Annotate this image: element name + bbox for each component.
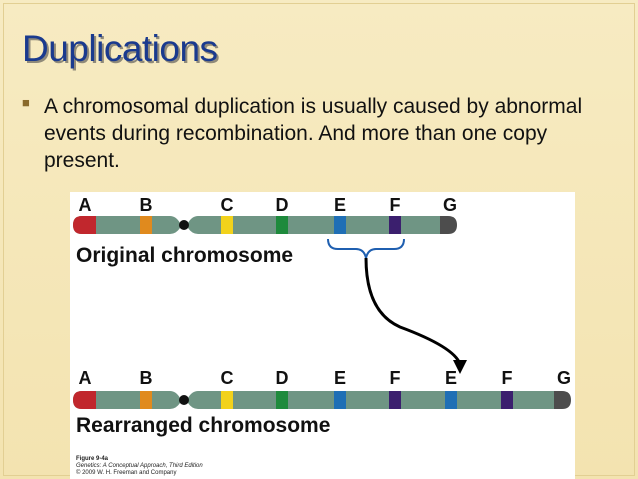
original-band-d-3 bbox=[276, 216, 288, 234]
rearranged-gene-label-f-5: F bbox=[390, 368, 401, 388]
figure-caption: Figure 9-4a Genetics: A Conceptual Appro… bbox=[76, 456, 203, 477]
rearranged-band-f-5 bbox=[389, 391, 401, 409]
rearranged-band-a-0 bbox=[73, 391, 96, 409]
rearranged-chromosome-body bbox=[73, 391, 562, 409]
original-band-e-4 bbox=[334, 216, 346, 234]
original-band-f-5 bbox=[389, 216, 401, 234]
original-gene-label-a-0: A bbox=[79, 195, 92, 215]
rearranged-band-g-8 bbox=[554, 391, 571, 409]
rearranged-gene-label-c-2: C bbox=[221, 368, 234, 388]
original-chromosome bbox=[73, 216, 448, 234]
original-band-a-0 bbox=[73, 216, 96, 234]
original-centromere bbox=[179, 220, 189, 230]
original-band-c-2 bbox=[221, 216, 233, 234]
original-band-g-6 bbox=[440, 216, 457, 234]
original-gene-label-e-4: E bbox=[334, 195, 346, 215]
rearranged-band-e-4 bbox=[334, 391, 346, 409]
rearranged-band-b-1 bbox=[140, 391, 152, 409]
rearranged-chromosome-label: Rearranged chromosome bbox=[76, 414, 330, 437]
rearranged-chromosome bbox=[73, 391, 562, 409]
caption-book: Genetics: A Conceptual Approach, Third E… bbox=[76, 463, 203, 469]
rearranged-band-e-6 bbox=[445, 391, 457, 409]
original-chromosome-body bbox=[73, 216, 448, 234]
rearranged-band-d-3 bbox=[276, 391, 288, 409]
duplication-bracket bbox=[327, 238, 405, 259]
rearranged-gene-label-f-7: F bbox=[502, 368, 513, 388]
original-gene-label-d-3: D bbox=[276, 195, 289, 215]
rearranged-band-f-7 bbox=[501, 391, 513, 409]
rearranged-centromere bbox=[179, 395, 189, 405]
duplication-arrow bbox=[364, 257, 462, 365]
rearranged-gene-label-g-8: G bbox=[557, 368, 571, 388]
chromosome-figure: A B C D E F G Original chromosome A B C D E F E F G Re… bbox=[70, 192, 575, 479]
rearranged-gene-label-d-3: D bbox=[276, 368, 289, 388]
rearranged-band-c-2 bbox=[221, 391, 233, 409]
rearranged-gene-label-a-0: A bbox=[79, 368, 92, 388]
caption-copyright: © 2009 W. H. Freeman and Company bbox=[76, 470, 177, 476]
original-band-b-1 bbox=[140, 216, 152, 234]
bullet-text: A chromosomal duplication is usually cau… bbox=[44, 95, 583, 172]
original-gene-label-b-1: B bbox=[140, 195, 153, 215]
rearranged-gene-label-b-1: B bbox=[140, 368, 153, 388]
original-gene-label-g-6: G bbox=[443, 195, 457, 215]
rearranged-gene-label-e-4: E bbox=[334, 368, 346, 388]
slide-title: Duplications bbox=[22, 28, 218, 69]
original-chromosome-label: Original chromosome bbox=[76, 244, 293, 267]
original-gene-label-c-2: C bbox=[221, 195, 234, 215]
chromosome-diagram: A B C D E F G Original chromosome A B C D E F E F G Re… bbox=[73, 195, 571, 437]
original-gene-label-f-5: F bbox=[390, 195, 401, 215]
rearranged-gene-label-e-6: E bbox=[445, 368, 457, 388]
square-bullet-icon: ■ bbox=[22, 95, 30, 110]
arrow-head bbox=[453, 360, 467, 374]
caption-figure-number: Figure 9-4a bbox=[76, 456, 109, 462]
